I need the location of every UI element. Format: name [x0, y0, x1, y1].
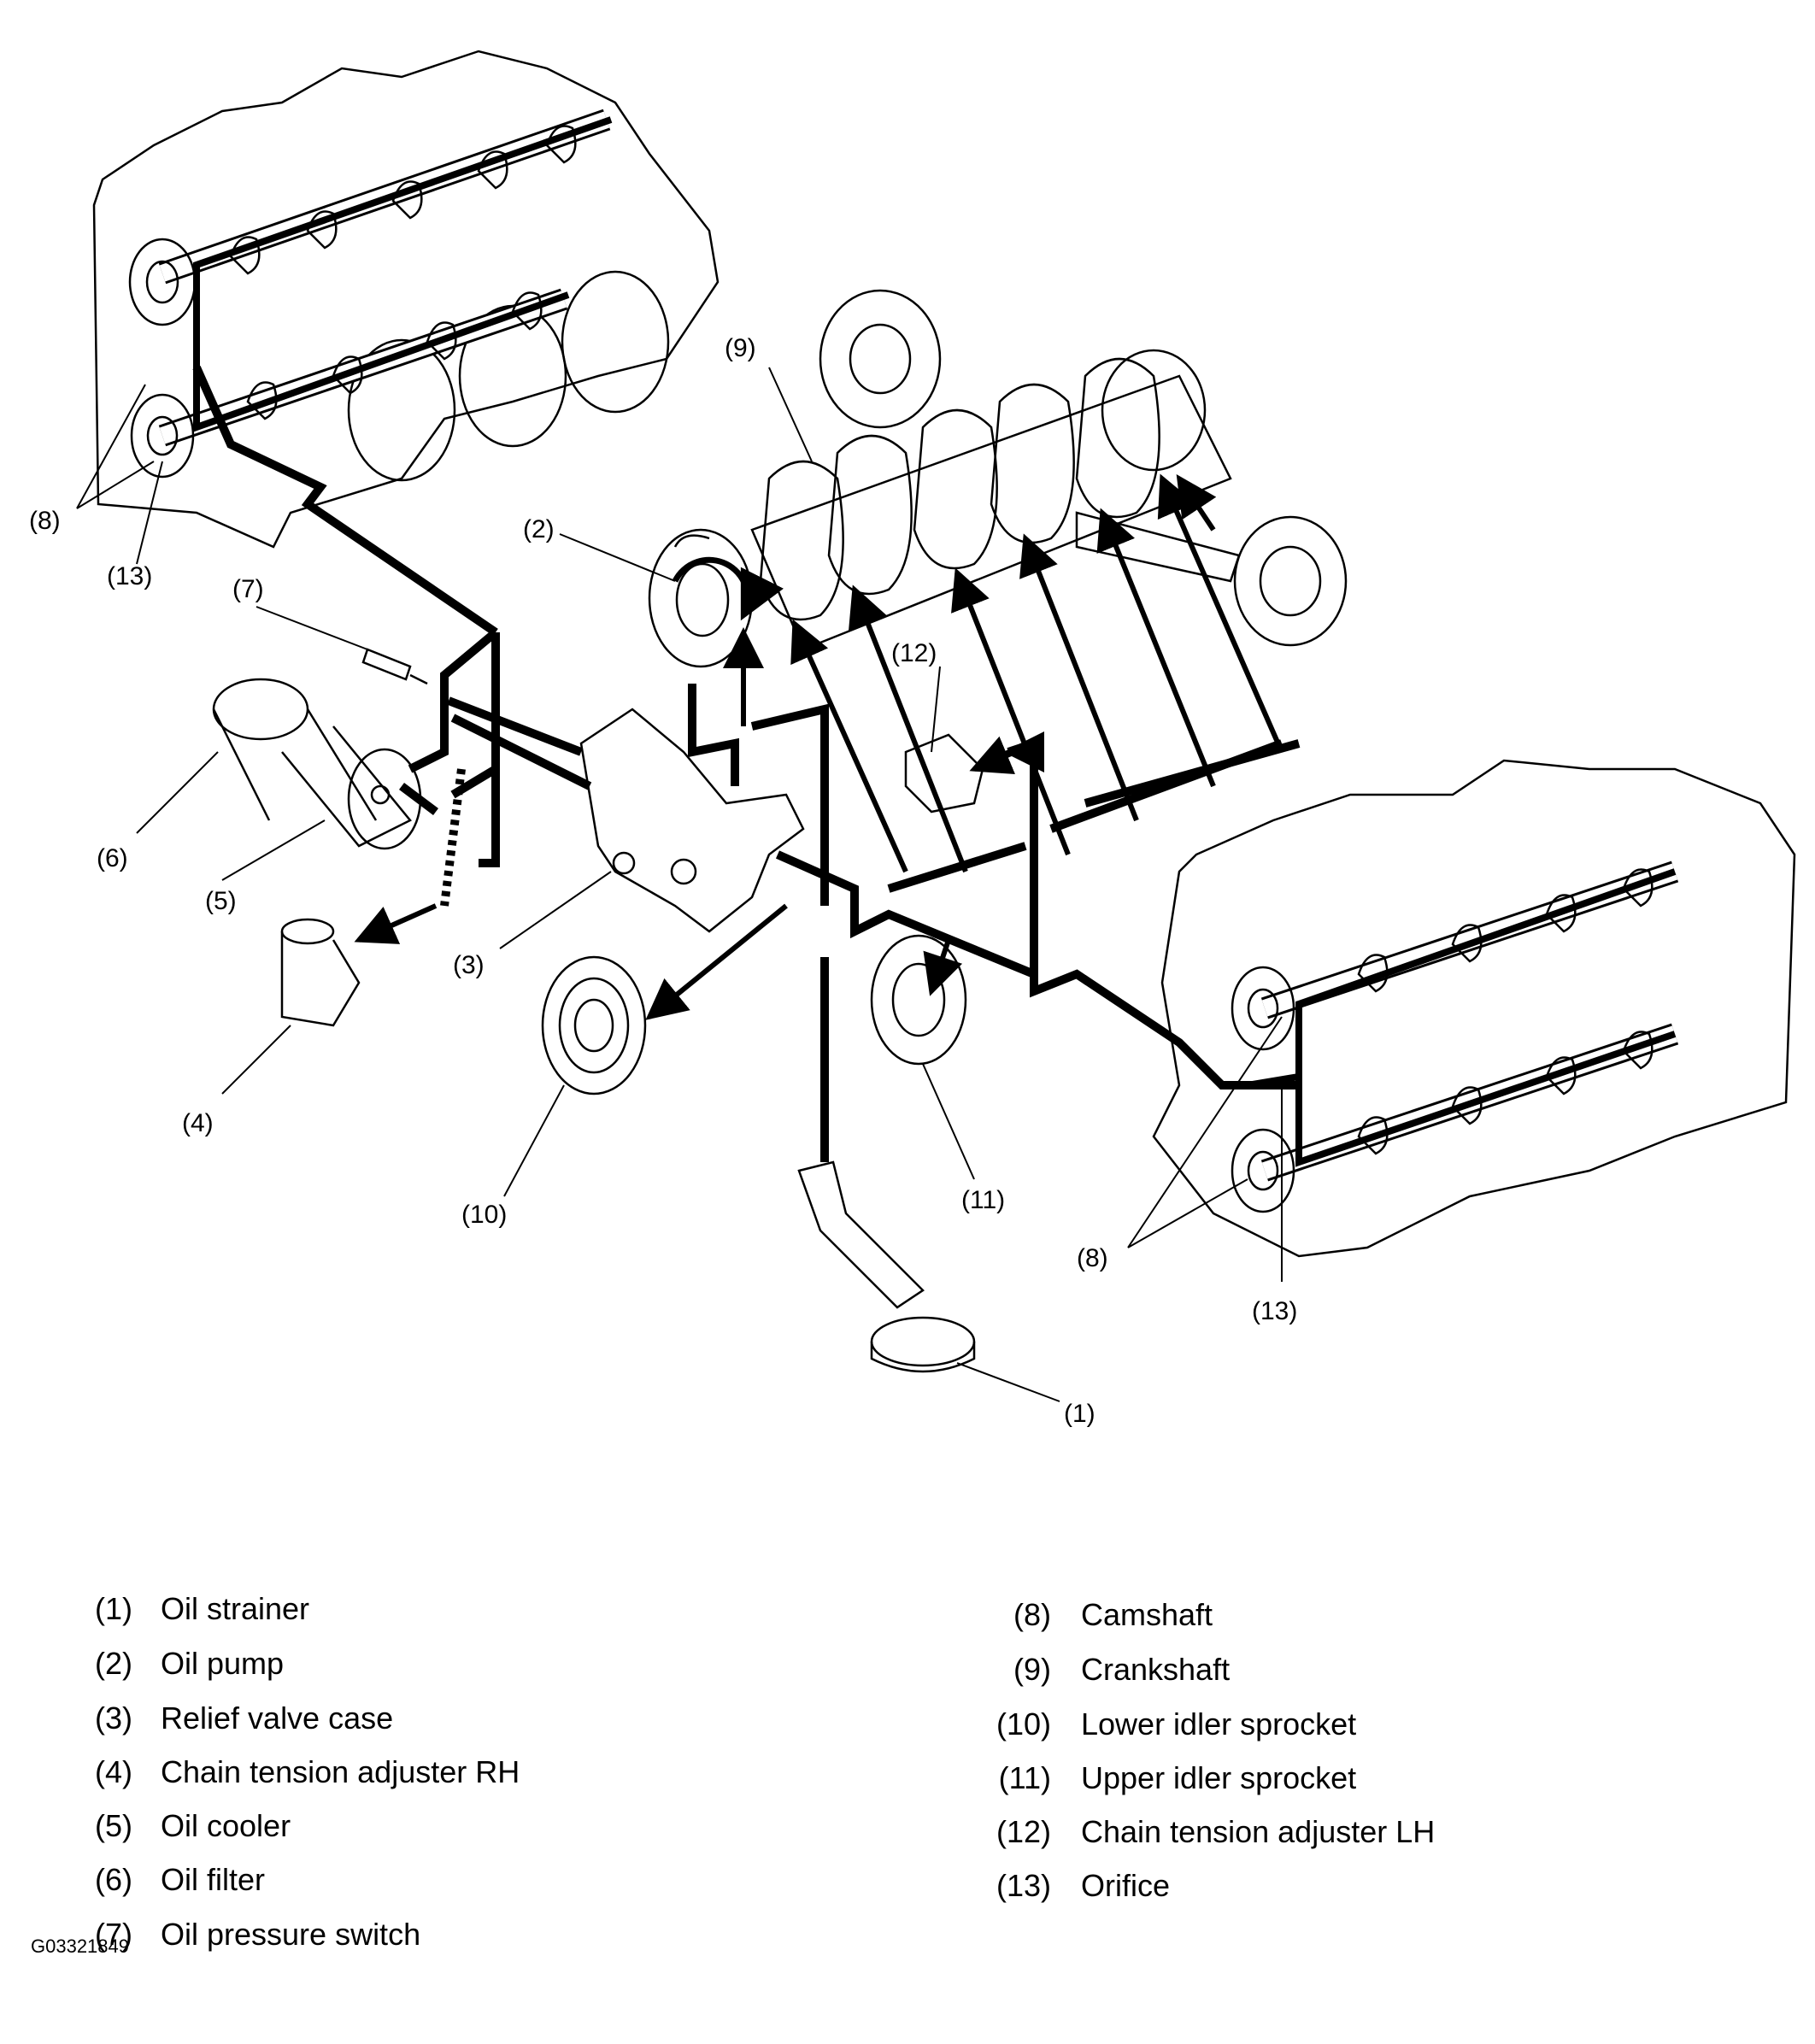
relief-valve-case — [579, 708, 805, 933]
figure-id: G03321849 — [31, 1935, 129, 1957]
legend-num: (4) — [95, 1754, 132, 1789]
callout-camshaft-left: (8) — [29, 507, 61, 535]
chain-tension-adjuster-lh — [904, 733, 984, 813]
legend-label: Oil pressure switch — [161, 1917, 421, 1952]
legend-label: Upper idler sprocket — [1081, 1760, 1357, 1795]
legend-label: Crankshaft — [1081, 1652, 1231, 1687]
left-cylinder-head — [92, 50, 720, 549]
legend-label: Orifice — [1081, 1868, 1171, 1903]
legend-num: (8) — [1013, 1597, 1051, 1632]
legend-label: Chain tension adjuster RH — [161, 1754, 520, 1789]
legend-num: (13) — [996, 1868, 1051, 1903]
oil-pump — [648, 528, 754, 668]
legend-label: Chain tension adjuster LH — [1081, 1814, 1436, 1849]
callout-oil-cooler: (5) — [205, 887, 237, 915]
flow-arrows — [354, 473, 1284, 1020]
callout-camshaft-right: (8) — [1077, 1244, 1108, 1272]
legend-label: Relief valve case — [161, 1700, 394, 1736]
callout-crankshaft: (9) — [725, 334, 756, 362]
right-cylinder-head — [1152, 759, 1796, 1258]
legend-num: (6) — [95, 1862, 132, 1897]
callout-relief-valve-case: (3) — [453, 951, 485, 979]
legend-num: (3) — [95, 1700, 132, 1736]
passage-dashed — [440, 768, 466, 907]
chain-tension-adjuster-rh — [280, 918, 361, 1027]
callout-oil-pressure-switch: (7) — [232, 575, 264, 603]
callout-oil-pump: (2) — [523, 515, 555, 543]
legend-label: Oil cooler — [161, 1808, 291, 1843]
legend-num: (10) — [996, 1706, 1051, 1742]
legend-num: (1) — [95, 1591, 132, 1626]
legend-num: (11) — [998, 1760, 1051, 1795]
callout-upper-idler-sprocket: (11) — [961, 1186, 1006, 1214]
upper-idler-sprocket — [870, 934, 967, 1066]
callout-oil-filter: (6) — [97, 844, 128, 872]
legend-num: (7) — [95, 1917, 132, 1952]
legend-label: Lower idler sprocket — [1081, 1706, 1357, 1742]
oil-cooler — [281, 725, 422, 850]
legend-label: Oil pump — [161, 1646, 285, 1681]
callout-lower-idler-sprocket: (10) — [461, 1201, 508, 1229]
legend-label: Oil strainer — [161, 1591, 310, 1626]
callout-chain-tension-adjuster-rh: (4) — [182, 1109, 214, 1137]
leader-lines — [76, 367, 1283, 1402]
callout-orifice-left: (13) — [107, 562, 153, 590]
callout-orifice-right: (13) — [1252, 1297, 1298, 1325]
callout-oil-strainer: (1) — [1064, 1400, 1095, 1428]
oil-filter — [212, 678, 378, 821]
legend-label: Oil filter — [161, 1862, 266, 1897]
oil-strainer — [797, 1160, 976, 1373]
lower-idler-sprocket — [541, 955, 647, 1095]
oil-pressure-switch — [361, 648, 428, 685]
callout-chain-tension-adjuster-lh: (12) — [891, 639, 937, 667]
legend-label: Camshaft — [1081, 1597, 1213, 1632]
legend-num: (12) — [996, 1814, 1051, 1849]
legend-num: (9) — [1013, 1652, 1051, 1687]
oil-flow-diagram — [76, 50, 1796, 1402]
oil-passages — [192, 116, 1677, 1167]
pump-rotation-arrow — [672, 556, 784, 621]
legend-num: (5) — [95, 1808, 132, 1843]
legend-num: (2) — [95, 1646, 132, 1681]
